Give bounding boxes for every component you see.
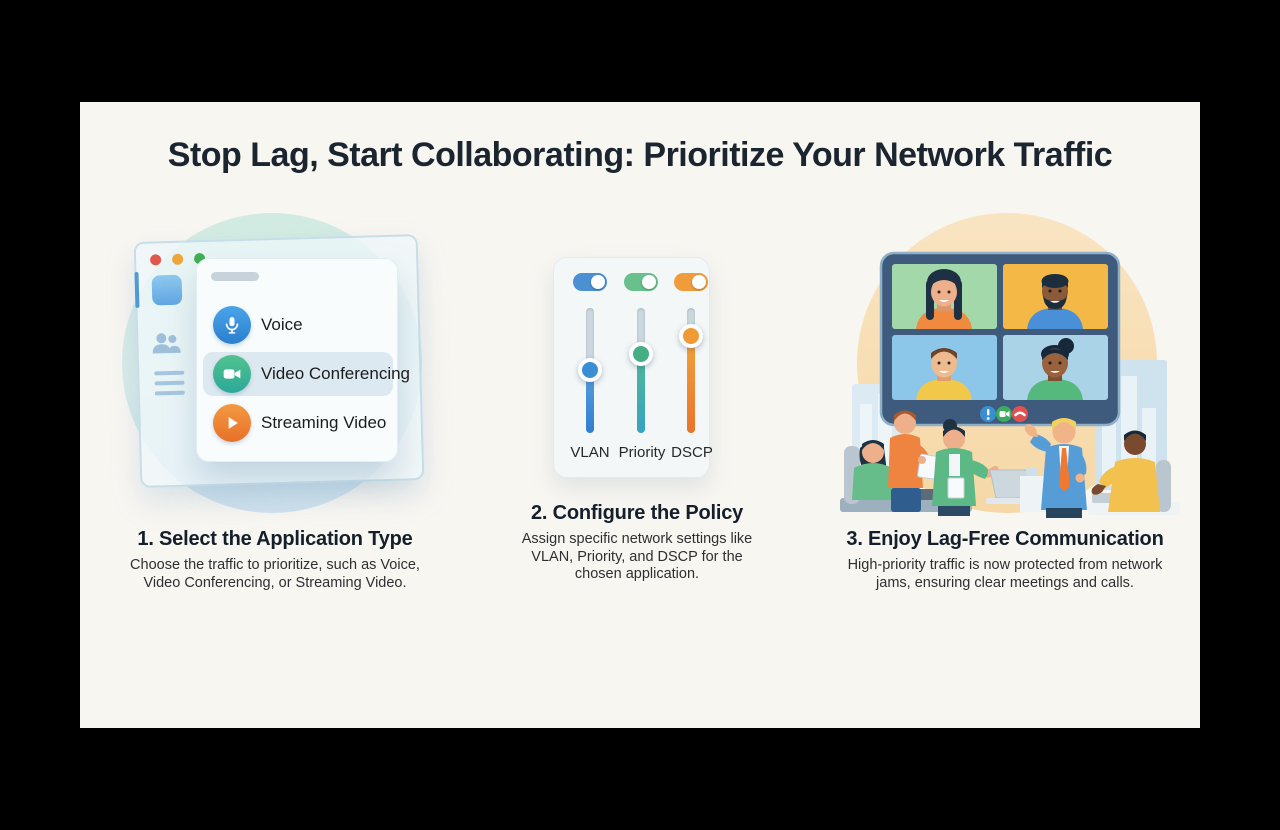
menu-item-label: Voice <box>261 315 303 334</box>
priority-slider-knob[interactable] <box>629 342 653 366</box>
seated-man-yellow <box>1091 430 1171 512</box>
vlan-toggle[interactable] <box>573 273 607 291</box>
window-close-icon[interactable] <box>149 254 162 266</box>
standing-man-orange <box>888 410 938 512</box>
browser-window <box>133 234 425 488</box>
drag-handle[interactable] <box>211 272 259 281</box>
users-icon[interactable] <box>150 331 183 356</box>
toggle-knob <box>642 275 656 289</box>
participant-man-beard <box>1027 274 1083 329</box>
vlan-label: VLAN <box>570 444 610 461</box>
policy-config-card: VLAN Priority DSCP <box>553 257 713 478</box>
menu-item-streaming-video[interactable]: Streaming Video <box>203 401 393 445</box>
step-2-caption: 2. Configure the Policy Assign specific … <box>508 502 766 584</box>
call-controls <box>980 406 1028 422</box>
dscp-toggle[interactable] <box>674 273 708 291</box>
meeting-group <box>840 410 1180 518</box>
dscp-label: DSCP <box>671 444 713 461</box>
presenter-man-blue <box>1024 418 1087 518</box>
menu-item-label: Video Conferencing <box>261 364 411 383</box>
step-2-heading: 2. Configure the Policy <box>530 502 744 524</box>
slider-fill <box>637 354 645 433</box>
play-icon <box>213 404 251 442</box>
step-3-body: High-priority traffic is now protected f… <box>847 557 1163 591</box>
participant-woman-orange <box>916 269 972 329</box>
sidebar-active-indicator <box>134 271 140 308</box>
toggle-knob <box>692 275 706 289</box>
menu-item-video-conferencing[interactable]: Video Conferencing <box>203 352 410 396</box>
participant-man-yellow <box>916 348 972 400</box>
dscp-slider-knob[interactable] <box>679 324 703 348</box>
microphone-icon <box>213 306 251 344</box>
menu-item-label: Streaming Video <box>261 413 387 432</box>
step-3-heading: 3. Enjoy Lag-Free Communication <box>846 528 1164 550</box>
infographic-card: Stop Lag, Start Collaborating: Prioritiz… <box>80 102 1200 728</box>
sidebar-app-icon[interactable] <box>151 274 183 306</box>
step-3-caption: 3. Enjoy Lag-Free Communication High-pri… <box>836 528 1174 592</box>
participant-woman-bun <box>1027 338 1083 400</box>
step-2-body: Assign specific network settings like VL… <box>521 531 753 582</box>
priority-label: Priority <box>618 444 666 461</box>
step-1-body: Choose the traffic to prioritize, such a… <box>130 557 420 591</box>
slider-fill <box>687 336 695 433</box>
menu-item-voice[interactable]: Voice <box>203 303 393 347</box>
video-camera-icon <box>213 355 251 393</box>
step-1-caption: 1. Select the Application Type Choose th… <box>116 528 434 592</box>
vlan-slider-knob[interactable] <box>578 358 602 382</box>
slider-fill <box>586 370 594 433</box>
dscp-slider[interactable] <box>687 308 695 433</box>
step-1-heading: 1. Select the Application Type <box>137 528 413 550</box>
conference-screen <box>879 251 1121 427</box>
page-title: Stop Lag, Start Collaborating: Prioritiz… <box>167 136 1113 174</box>
video-call-illustration <box>840 213 1180 518</box>
menu-lines-icon[interactable] <box>154 370 185 402</box>
window-minimize-icon[interactable] <box>171 253 184 265</box>
application-type-menu: Voice Video Conferencing Streaming Video <box>196 258 410 462</box>
priority-slider[interactable] <box>637 308 645 433</box>
priority-toggle[interactable] <box>624 273 658 291</box>
toggle-knob <box>591 275 605 289</box>
